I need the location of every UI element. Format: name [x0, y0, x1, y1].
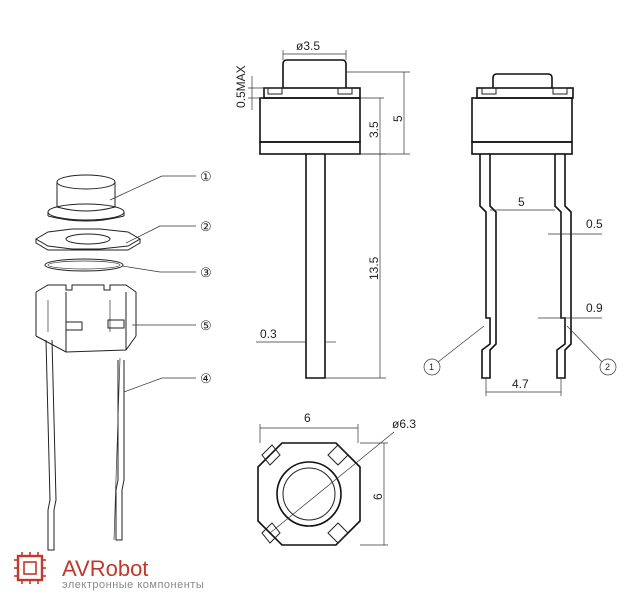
side-view: ø3.5 0.5MAX 5 3.5 13.5 0.3 [234, 39, 410, 379]
cover-plate [35, 228, 141, 251]
callout-leaders [109, 175, 196, 393]
brand-name: AVRobot [62, 556, 148, 581]
pin-1-label: 1 [429, 362, 434, 372]
callout-1: ① [200, 169, 212, 184]
dim-diameter-top: ø3.5 [296, 39, 320, 53]
brand-tagline: электронные компоненты [62, 579, 204, 591]
dome-contact [44, 258, 124, 272]
exploded-view: ① ② ③ ⑤ ④ [35, 169, 212, 551]
callout-5: ⑤ [200, 318, 212, 333]
callout-4: ④ [200, 371, 212, 386]
dim-body-height: 3.5 [367, 121, 381, 138]
pin-2-label: 2 [605, 362, 610, 372]
callout-2: ② [200, 219, 212, 234]
top-view: 6 6 ø6.3 [257, 411, 416, 546]
dim-lead-length: 13.5 [367, 256, 381, 280]
dim-top-height: 6 [371, 493, 385, 500]
avrobot-logo: AVRobot электронные компоненты [14, 552, 204, 591]
dim-lead-thickness: 0.3 [260, 327, 277, 341]
dim-lead-width: 0.5 [586, 217, 603, 231]
dim-inner-span: 5 [518, 195, 525, 209]
dim-tab-width: 0.9 [586, 301, 603, 315]
housing [35, 284, 137, 353]
chip-icon [14, 552, 46, 584]
button-cap [47, 174, 125, 222]
dim-circle-diameter: ø6.3 [392, 417, 416, 431]
dim-pitch: 4.7 [512, 377, 529, 391]
front-view: 5 0.5 0.9 4.7 1 2 [423, 73, 617, 396]
dim-total-height: 5 [391, 115, 405, 122]
dim-top-width: 6 [304, 411, 311, 425]
callout-3: ③ [200, 265, 212, 280]
dim-max: 0.5MAX [234, 65, 248, 108]
terminal-leads [45, 339, 125, 551]
